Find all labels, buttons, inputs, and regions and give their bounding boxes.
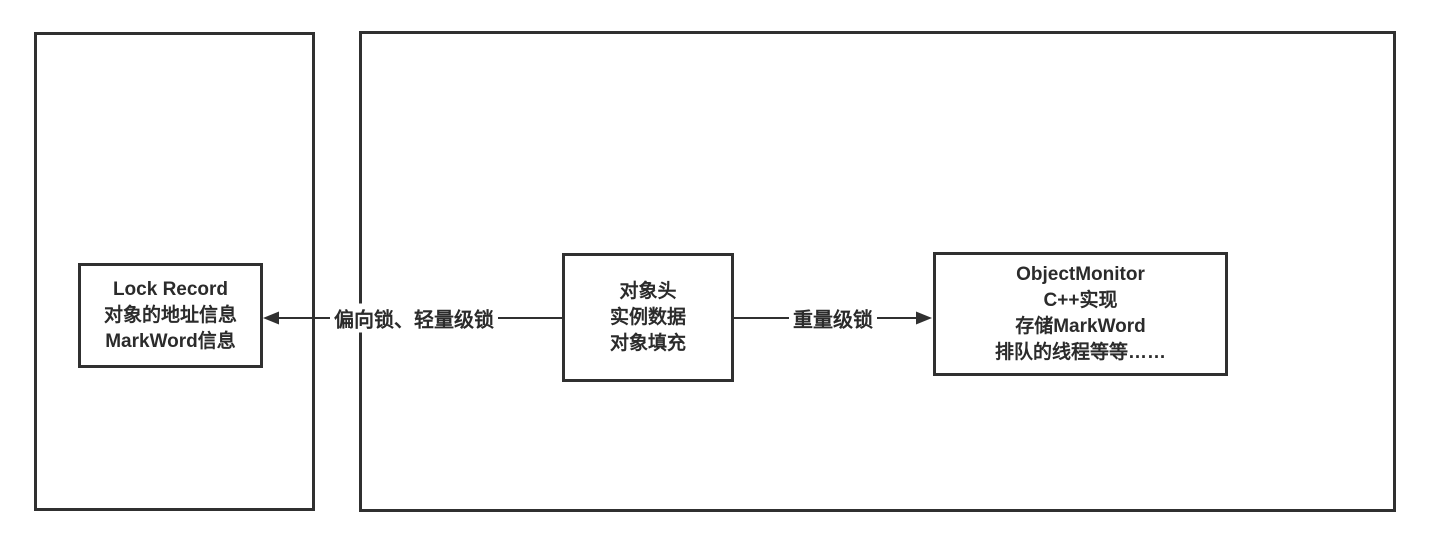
object-monitor-node: ObjectMonitor C++实现 存储MarkWord 排队的线程等等…… [933, 252, 1228, 376]
lock-record-node: Lock Record 对象的地址信息 MarkWord信息 [78, 263, 263, 368]
right-outer-container [359, 31, 1396, 512]
edge-label-biased-lightweight-lock: 偏向锁、轻量级锁 [330, 303, 498, 333]
lock-record-line-3: MarkWord信息 [105, 330, 236, 352]
object-monitor-line-1: ObjectMonitor [1016, 264, 1145, 285]
object-monitor-line-3: 存储MarkWord [1015, 316, 1146, 337]
lock-record-line-2: 对象的地址信息 [103, 304, 237, 326]
object-header-node: 对象头 实例数据 对象填充 [562, 253, 734, 382]
object-header-line-1: 对象头 [619, 280, 677, 302]
edge-label-heavyweight-lock: 重量级锁 [789, 303, 877, 333]
lock-record-line-1: Lock Record [112, 278, 229, 300]
object-header-line-2: 实例数据 [609, 306, 686, 328]
object-monitor-line-4: 排队的线程等等…… [994, 342, 1166, 363]
object-monitor-line-2: C++实现 [1043, 290, 1118, 311]
object-header-line-3: 对象填充 [609, 332, 686, 354]
